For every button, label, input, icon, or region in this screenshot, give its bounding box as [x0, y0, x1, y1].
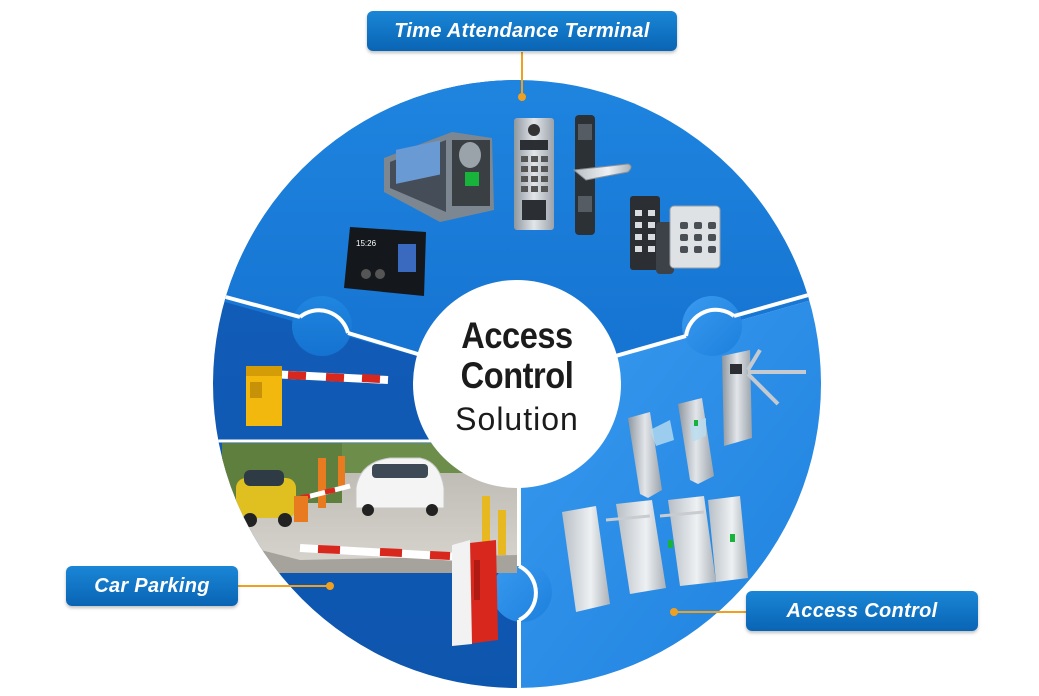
swing-gate-icon — [562, 496, 748, 612]
label-time-attendance-terminal: Time Attendance Terminal — [367, 11, 677, 51]
center-title-line1: Access — [461, 315, 573, 356]
label-car-parking-text: Car Parking — [94, 574, 210, 597]
connector-lines — [238, 52, 746, 616]
center-title-line3: Solution — [455, 401, 579, 437]
face-recognition-terminal-icon: 15:26 — [344, 227, 426, 296]
tripod-turnstile-icon — [722, 348, 806, 446]
parking-lot-photo-icon — [222, 443, 517, 646]
label-access-control: Access Control — [746, 591, 978, 631]
video-intercom-icon — [514, 118, 554, 230]
smart-door-lock-icon — [572, 115, 632, 235]
puzzle-knob-bottom — [492, 562, 552, 622]
fingerprint-terminal-icon — [384, 132, 494, 222]
center-circle — [413, 280, 621, 488]
label-access-control-text: Access Control — [786, 599, 938, 622]
center-title-line2: Control — [460, 355, 574, 396]
center-title: Access Control Solution — [414, 316, 620, 442]
label-time-attendance-text: Time Attendance Terminal — [394, 19, 650, 42]
label-car-parking: Car Parking — [66, 566, 238, 606]
card-reader-icon — [669, 205, 721, 269]
svg-text:15:26: 15:26 — [356, 239, 377, 248]
flap-barrier-icon — [628, 398, 714, 498]
barrier-gate-icon — [246, 366, 389, 426]
